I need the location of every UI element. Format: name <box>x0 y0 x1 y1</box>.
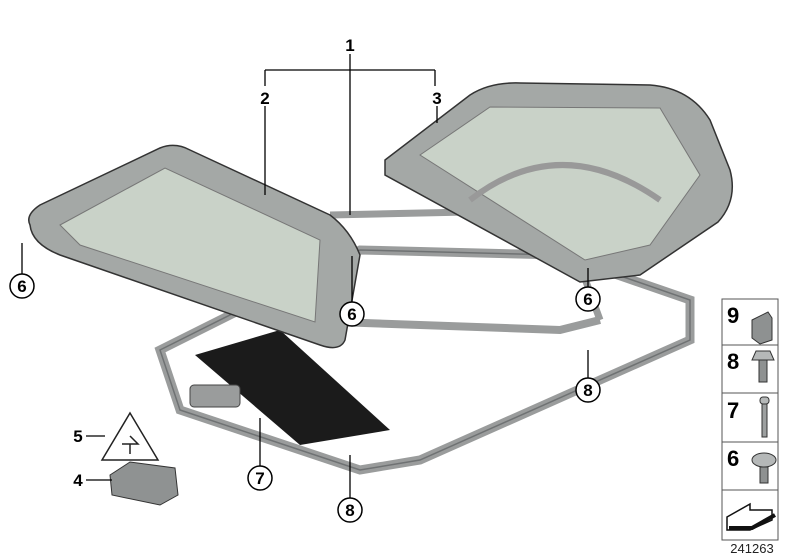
panel-number-9: 9 <box>727 303 739 328</box>
rear-glass-panel <box>384 82 733 283</box>
panel-number-8: 8 <box>727 349 739 374</box>
callout-3: 3 <box>432 89 441 108</box>
warning-triangle-icon <box>100 411 160 461</box>
hex-bolt-icon <box>751 350 775 383</box>
control-unit <box>109 461 179 506</box>
callout-6-front: 6 <box>17 277 26 296</box>
clip-icon <box>751 311 773 345</box>
drive-motor <box>189 384 241 408</box>
collar-screw-icon <box>751 452 777 484</box>
callout-6-rear: 6 <box>583 290 592 309</box>
callout-7: 7 <box>255 469 264 488</box>
sunshade-blind <box>195 330 390 445</box>
arrow-icon <box>726 502 776 531</box>
torx-screw-icon <box>759 396 770 438</box>
panel-number-7: 7 <box>727 398 739 423</box>
callout-8-bottom: 8 <box>345 501 354 520</box>
front-glass-panel <box>28 144 361 349</box>
callout-5: 5 <box>73 427 82 446</box>
callout-1: 1 <box>345 36 354 55</box>
callout-6-middle: 6 <box>347 305 356 324</box>
callout-4: 4 <box>73 471 83 490</box>
panel-number-6: 6 <box>727 446 739 471</box>
callout-2: 2 <box>260 89 269 108</box>
callout-8-right: 8 <box>583 381 592 400</box>
leader-lines <box>21 54 589 498</box>
diagram-number: 241263 <box>730 541 773 556</box>
